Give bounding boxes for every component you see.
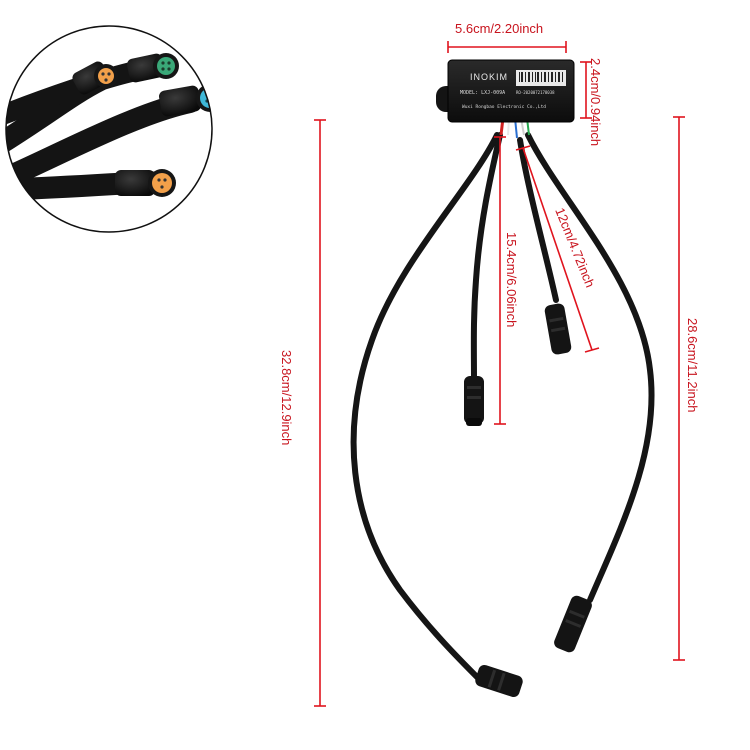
total-length-label: 32.8cm/12.9inch — [279, 350, 294, 445]
long-branch-label: 28.6cm/11.2inch — [685, 318, 700, 412]
height-dimension-line — [580, 61, 592, 119]
width-label: 5.6cm/2.20inch — [455, 21, 543, 36]
dimension-annotations — [314, 41, 685, 707]
end-connector-mid-right — [544, 303, 572, 355]
box-maker-text: Wuxi Rongbao Electronic Co.,Ltd — [462, 104, 546, 110]
orange-connector-lower — [115, 169, 176, 197]
green-connector — [127, 53, 179, 83]
box-brand-text: INOKIM — [470, 72, 508, 82]
end-connector-bottom-right — [554, 595, 592, 653]
total-length-dimension-line — [314, 119, 326, 707]
controller-box: INOKIM MODEL: LXJ-009A RO-2020072178038 … — [436, 59, 575, 123]
orange-connector — [72, 61, 118, 95]
end-connector-bottom-left — [475, 664, 523, 698]
short-branch-dimension-line — [515, 145, 600, 353]
mid-branch-dimension-line — [494, 136, 506, 425]
long-branch-dimension-line — [673, 116, 685, 661]
width-dimension-line — [447, 41, 567, 53]
height-label: 2.4cm/0.94inch — [588, 58, 603, 146]
connector-closeup-inset — [5, 25, 213, 233]
cable-harness — [350, 117, 655, 683]
end-connector-mid-left — [464, 376, 484, 426]
mid-branch-label: 15.4cm/6.06inch — [504, 232, 519, 327]
box-model-text: MODEL: LXJ-009A — [460, 90, 505, 96]
box-serial-text: RO-2020072178038 — [516, 90, 555, 95]
short-branch-label: 12cm/4.72inch — [552, 206, 598, 290]
